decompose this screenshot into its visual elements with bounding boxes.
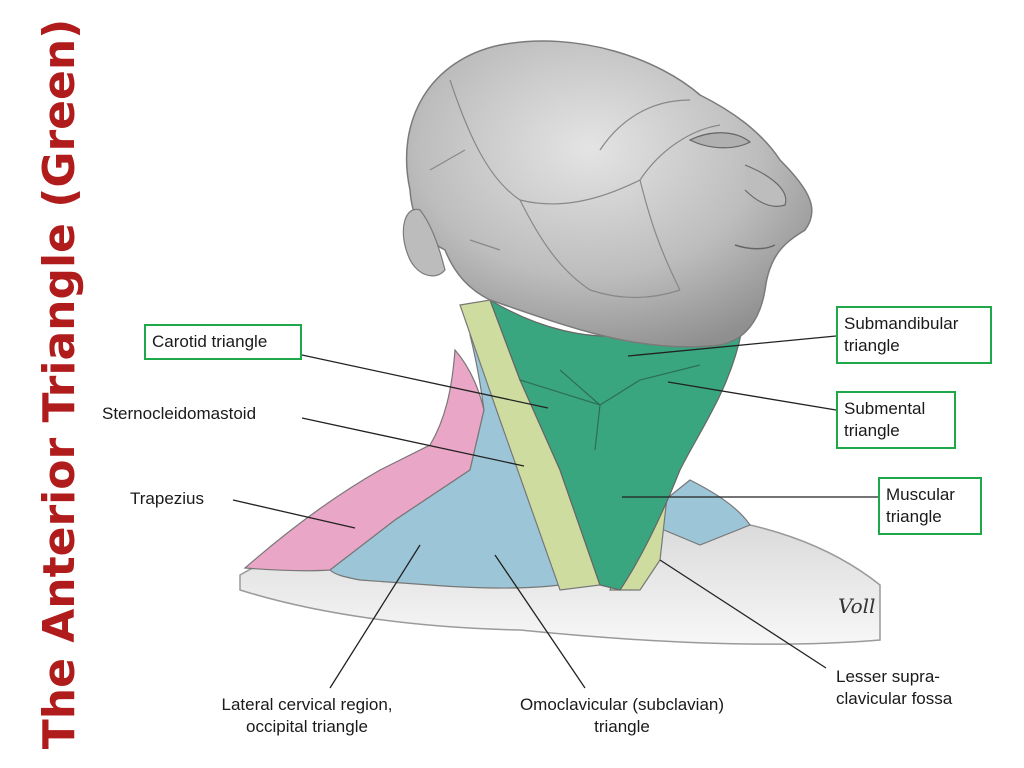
label-lateral-cervical-region: Lateral cervical region, occipital trian… (221, 695, 393, 736)
lateral-cervical-region (329, 334, 561, 589)
artist-signature: Voll (838, 594, 876, 618)
leader-trapezius (232, 499, 356, 529)
trapezius-region (243, 348, 485, 572)
label-submental-triangle: Submental triangle (836, 391, 956, 449)
leader-lateral-cervical (329, 544, 421, 689)
lateral-region-right (638, 479, 751, 546)
label-submandibular-triangle: Submandibular triangle (836, 306, 992, 364)
label-carotid-triangle: Carotid triangle (144, 324, 302, 360)
label-lesser-supraclavicular-fossa: Lesser supra- clavicular fossa (836, 667, 953, 708)
leader-lesser-supraclavicular (659, 559, 827, 669)
eye (688, 132, 752, 149)
label-sternocleidomastoid: Sternocleidomastoid (102, 404, 257, 423)
head-skin (405, 40, 813, 348)
mouth (734, 244, 776, 250)
label-omoclavicular-triangle: Omoclavicular (subclavian) triangle (519, 695, 725, 736)
anterior-subdivision-lines (519, 364, 701, 451)
label-muscular-triangle: Muscular triangle (878, 477, 982, 535)
anterior-triangle-region (488, 298, 743, 591)
leader-submandibular (627, 335, 837, 357)
leader-lines (232, 335, 878, 689)
leader-carotid (301, 354, 549, 409)
leader-sternocleidomastoid (301, 417, 525, 467)
leader-submental (667, 381, 837, 411)
nose (744, 164, 787, 207)
face-region-lines (429, 79, 721, 299)
leader-omoclavicular (494, 554, 586, 689)
label-trapezius: Trapezius (130, 489, 205, 508)
ear (402, 208, 446, 277)
